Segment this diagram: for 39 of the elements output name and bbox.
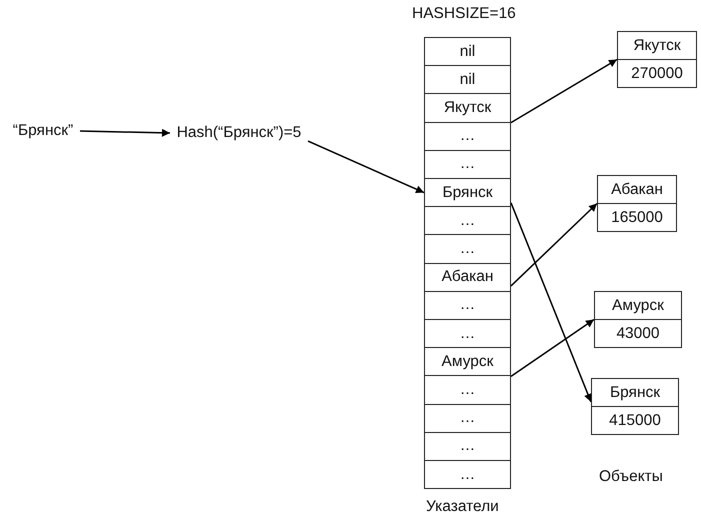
arrow: [510, 318, 594, 378]
object-name: Амурск: [611, 296, 665, 316]
pointer-slot: Брянск: [424, 178, 511, 208]
column-caption: Объекты: [599, 468, 663, 486]
object-name: Абакан: [610, 180, 664, 200]
object-value: 43000: [595, 319, 681, 347]
arrow: [80, 128, 170, 137]
object-record: [591, 378, 679, 435]
object-record: [617, 31, 697, 88]
pointer-slot: …: [424, 290, 511, 320]
pointer-slot: Амурск: [424, 347, 511, 376]
pointer-slot: …: [424, 122, 511, 151]
pointer-slot: …: [424, 460, 511, 490]
pointer-slot: …: [424, 319, 511, 348]
object-record: [594, 291, 682, 348]
pointer-slot: nil: [424, 65, 511, 94]
object-value: 415000: [592, 406, 678, 434]
object-record: [597, 175, 677, 232]
object-value: 165000: [598, 203, 676, 231]
arrow: [308, 140, 424, 194]
object-name: Якутск: [632, 36, 682, 56]
column-caption: Указатели: [426, 498, 499, 516]
pointer-slot: …: [424, 150, 511, 179]
arrow: [510, 58, 618, 124]
pointer-slot: …: [424, 206, 511, 236]
arrow: [510, 202, 592, 402]
pointer-slot: …: [424, 404, 511, 433]
size-label: HASHSIZE=16: [412, 5, 516, 23]
pointer-slot: Абакан: [424, 262, 511, 292]
pointer-slot: …: [424, 375, 511, 405]
text-label: Hash(“Брянск”)=5: [170, 124, 308, 142]
pointer-slot: …: [424, 432, 511, 461]
arrow: [510, 202, 598, 286]
text-label: “Брянск”: [6, 122, 80, 140]
pointer-slot: Якутск: [424, 93, 511, 123]
object-name: Брянск: [608, 382, 662, 402]
pointer-slot: nil: [424, 37, 511, 66]
object-value: 270000: [618, 59, 696, 87]
pointer-slot: …: [424, 234, 511, 264]
